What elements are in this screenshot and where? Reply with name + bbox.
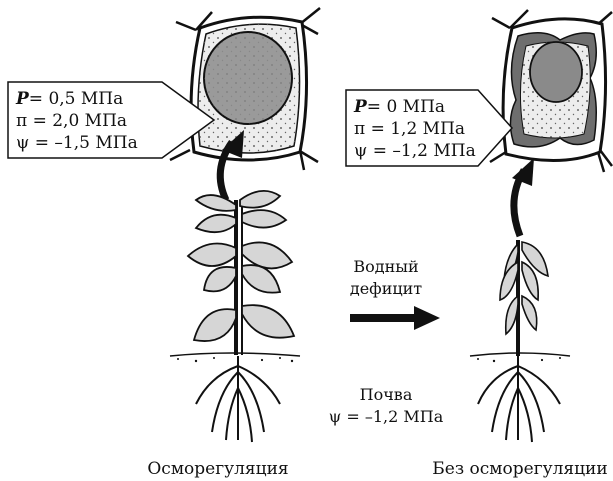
soil-water-potential: ψ = –1,2 МПа [329, 407, 444, 426]
water-deficit-label-2: дефицит [350, 279, 422, 298]
left-water-potential: ψ = –1,5 МПа [16, 133, 138, 153]
right-water-potential: ψ = –1,2 МПа [354, 141, 476, 161]
left-pressure: P= 0,5 МПа [15, 89, 123, 109]
left-plant [170, 130, 300, 442]
water-deficit-arrow: Водный дефицит [350, 257, 440, 330]
water-deficit-label-1: Водный [353, 257, 418, 276]
caption-no-osmoregulation: Без осморегуляции [432, 459, 607, 479]
right-plant [470, 158, 570, 442]
caption-osmoregulation: Осморегуляция [147, 459, 288, 479]
right-osmotic: π = 1,2 МПа [354, 119, 465, 139]
right-cell [490, 10, 612, 172]
right-vacuole [530, 42, 582, 102]
soil-label-title: Почва [360, 385, 413, 404]
soil-label: Почва ψ = –1,2 МПа [329, 385, 444, 426]
left-value-box: P= 0,5 МПа π = 2,0 МПа ψ = –1,5 МПа [8, 82, 214, 158]
right-value-box: P= 0 МПа π = 1,2 МПа ψ = –1,2 МПа [346, 90, 512, 166]
left-osmotic: π = 2,0 МПа [16, 111, 127, 131]
left-cell [170, 8, 320, 170]
right-pressure: P= 0 МПа [353, 97, 445, 117]
